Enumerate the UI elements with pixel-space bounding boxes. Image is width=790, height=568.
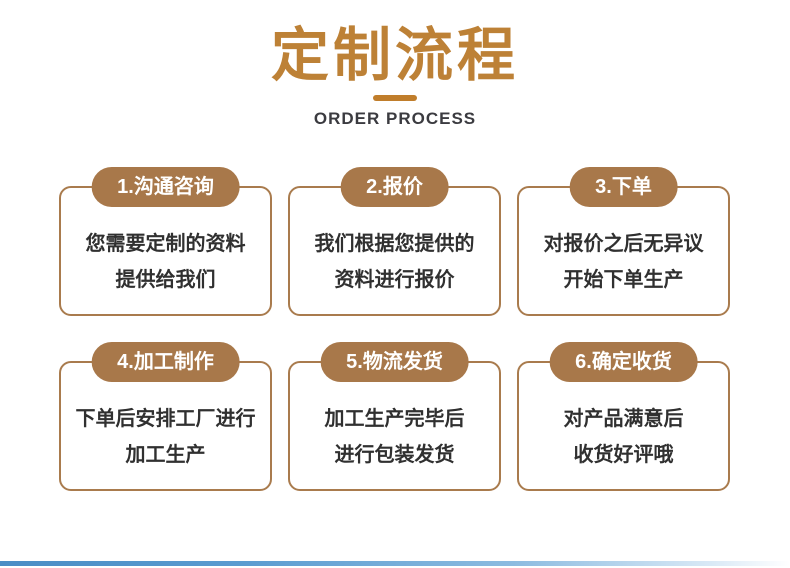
step-card-6: 6.确定收货 对产品满意后 收货好评哦 — [517, 341, 730, 491]
process-header: 定制流程 ORDER PROCESS — [0, 0, 790, 129]
page-title: 定制流程 — [270, 23, 519, 88]
step-card-4: 4.加工制作 下单后安排工厂进行 加工生产 — [59, 341, 272, 491]
step-badge-6: 6.确定收货 — [549, 341, 698, 382]
step-card-2: 2.报价 我们根据您提供的 资料进行报价 — [288, 166, 501, 316]
step-description-4: 下单后安排工厂进行 加工生产 — [75, 407, 256, 466]
step-badge-4: 4.加工制作 — [91, 341, 240, 382]
step-description-5: 加工生产完毕后 进行包装发货 — [324, 407, 465, 466]
step-card-5: 5.物流发货 加工生产完毕后 进行包装发货 — [288, 341, 501, 491]
step-description-2: 我们根据您提供的 资料进行报价 — [314, 232, 475, 291]
bottom-gradient-bar — [0, 561, 790, 566]
step-description-1: 您需要定制的资料 提供给我们 — [85, 232, 246, 291]
step-badge-1: 1.沟通咨询 — [91, 166, 240, 207]
step-badge-2: 2.报价 — [340, 166, 449, 207]
process-steps-grid: 1.沟通咨询 您需要定制的资料 提供给我们 2.报价 我们根据您提供的 资料进行… — [59, 166, 731, 491]
title-divider — [373, 94, 417, 101]
page-subtitle: ORDER PROCESS — [313, 108, 477, 128]
step-card-3: 3.下单 对报价之后无异议 开始下单生产 — [517, 166, 730, 316]
step-badge-5: 5.物流发货 — [320, 341, 469, 382]
step-badge-3: 3.下单 — [569, 166, 678, 207]
step-description-6: 对产品满意后 收货好评哦 — [563, 407, 684, 466]
step-description-3: 对报价之后无异议 开始下单生产 — [543, 232, 704, 291]
step-card-1: 1.沟通咨询 您需要定制的资料 提供给我们 — [59, 166, 272, 316]
